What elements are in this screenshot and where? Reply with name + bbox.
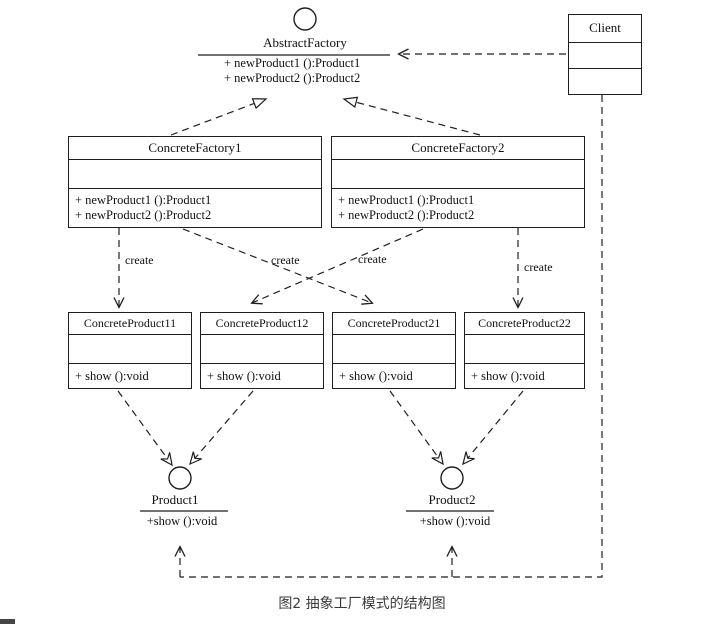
concrete-product12-name: ConcreteProduct12 [215, 316, 309, 330]
client-attributes-compartment [569, 42, 641, 68]
abstract-factory-method-2: + newProduct2 ():Product2 [224, 71, 361, 85]
product1-interface-name: Product1 [151, 492, 199, 507]
client-class-name: Client [589, 20, 621, 35]
product2-interface-name: Product2 [428, 492, 476, 507]
concrete-factory2-method-2: + newProduct2 ():Product2 [338, 208, 475, 222]
concrete-product11-class-box: ConcreteProduct11 + show ():void [68, 312, 192, 389]
abstract-factory-method-1: + newProduct1 ():Product1 [224, 56, 361, 70]
concrete-product22-attributes-compartment [465, 334, 584, 363]
realization-cp21-product2 [389, 390, 444, 466]
realization-cp11-product1 [117, 390, 173, 467]
product2-interface-circle [440, 466, 464, 490]
concrete-product12-attributes-compartment [201, 334, 323, 363]
product1-interface-circle [168, 466, 192, 490]
product2-interface-method: +show ():void [419, 514, 491, 528]
concrete-product22-class-box: ConcreteProduct22 + show ():void [464, 312, 585, 389]
concrete-factory1-name: ConcreteFactory1 [148, 140, 242, 155]
abstract-factory-interface-circle [293, 7, 317, 31]
concrete-factory1-method-1: + newProduct1 ():Product1 [75, 193, 212, 207]
concrete-product21-class-box: ConcreteProduct21 + show ():void [332, 312, 456, 389]
concrete-factory2-name: ConcreteFactory2 [411, 140, 505, 155]
product1-interface-method: +show ():void [146, 514, 218, 528]
client-class-box: Client [568, 14, 642, 95]
create-label-cf1-cp11: create [125, 253, 154, 267]
figure-caption: 图2 抽象工厂模式的结构图 [278, 596, 446, 612]
concrete-product21-name: ConcreteProduct21 [347, 316, 441, 330]
create-label-cf2-cp22: create [524, 260, 553, 274]
concrete-factory2-method-1: + newProduct1 ():Product1 [338, 193, 475, 207]
concrete-product21-attributes-compartment [333, 334, 455, 363]
client-operations-compartment [569, 68, 641, 96]
concrete-factory2-class-box: ConcreteFactory2 + newProduct1 ():Produc… [331, 136, 585, 228]
concrete-product12-class-box: ConcreteProduct12 + show ():void [200, 312, 324, 389]
realization-cp12-product1 [189, 390, 254, 466]
concrete-product12-method: + show ():void [201, 363, 323, 390]
concrete-factory1-class-box: ConcreteFactory1 + newProduct1 ():Produc… [68, 136, 322, 228]
page-edge-artifact [0, 619, 15, 624]
concrete-product11-attributes-compartment [69, 334, 191, 363]
concrete-product11-method: + show ():void [69, 363, 191, 390]
concrete-product22-method: + show ():void [465, 363, 584, 390]
realization-cf2-abstractfactory [344, 99, 481, 136]
concrete-factory1-method-2: + newProduct2 ():Product2 [75, 208, 212, 222]
concrete-factory2-attributes-compartment [332, 159, 584, 188]
concrete-product11-name: ConcreteProduct11 [83, 316, 177, 330]
realization-cf1-abstractfactory [170, 99, 266, 136]
realization-cp22-product2 [462, 390, 524, 466]
concrete-factory2-operations-compartment: + newProduct1 ():Product1 + newProduct2 … [332, 188, 584, 229]
concrete-factory1-attributes-compartment [69, 159, 321, 188]
concrete-product22-name: ConcreteProduct22 [478, 316, 571, 330]
create-label-cf2-cp12: create [358, 252, 387, 266]
concrete-product21-method: + show ():void [333, 363, 455, 390]
create-label-cf1-cp21: create [271, 253, 300, 267]
concrete-factory1-operations-compartment: + newProduct1 ():Product1 + newProduct2 … [69, 188, 321, 229]
abstract-factory-name: AbstractFactory [263, 35, 347, 50]
